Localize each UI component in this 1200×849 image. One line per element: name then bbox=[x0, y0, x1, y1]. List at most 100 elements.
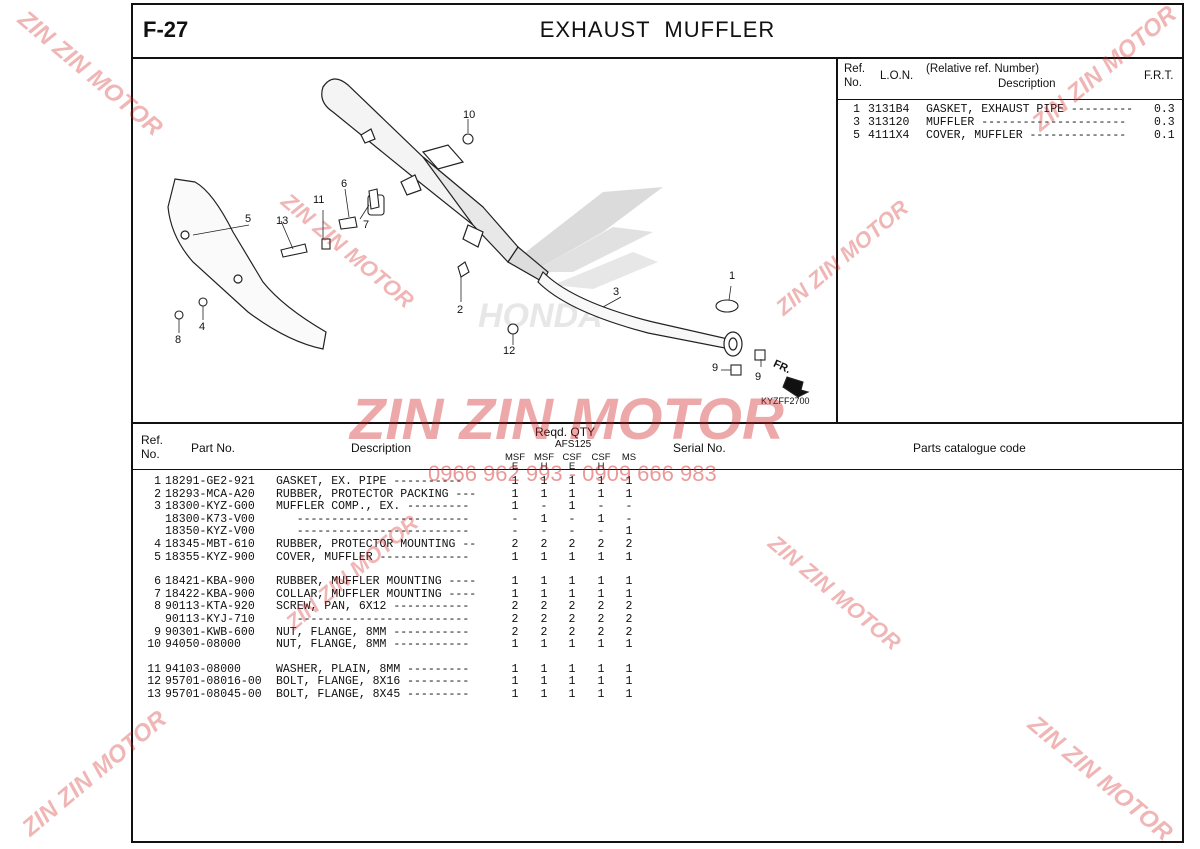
parts-qty: 1 bbox=[597, 475, 605, 488]
qty-column-bottom: E bbox=[511, 461, 519, 472]
reference-ref: 3 bbox=[853, 116, 860, 129]
parts-row: 8 90113-KTA-920 SCREW, PAN, 6X12 ---------… bbox=[133, 601, 653, 614]
parts-qty: 2 bbox=[597, 600, 605, 614]
reference-description: COVER, MUFFLER -------------- bbox=[926, 129, 1127, 142]
parts-number: 95701-08016-00 bbox=[165, 675, 262, 689]
callout-9-right: 9 bbox=[755, 371, 762, 383]
parts-number: 18300-KYZ-G00 bbox=[165, 500, 255, 514]
header-catalogue: Parts catalogue code bbox=[913, 441, 1026, 455]
parts-qty: 1 bbox=[597, 512, 605, 526]
parts-description: MUFFLER COMP., EX. --------- bbox=[276, 500, 470, 514]
parts-qty: 1 bbox=[568, 475, 576, 488]
reference-table-header: Ref. No. L.O.N. (Relative ref. Number) D… bbox=[836, 57, 1182, 100]
parts-table-header: Ref. No. Part No. Description Reqd. QTY … bbox=[133, 424, 1182, 472]
parts-ref: 8 bbox=[154, 600, 161, 614]
parts-qty: 1 bbox=[625, 487, 633, 501]
header-ref: Ref. bbox=[844, 63, 866, 75]
qty-column-top: CSF bbox=[591, 452, 611, 463]
callout-1: 1 bbox=[729, 270, 736, 282]
reference-ref: 1 bbox=[853, 103, 860, 116]
callout-12: 12 bbox=[503, 345, 516, 357]
parts-ref: 9 bbox=[154, 625, 161, 639]
parts-qty: 2 bbox=[625, 538, 633, 551]
parts-qty: 1 bbox=[511, 575, 519, 589]
parts-qty: - bbox=[597, 525, 605, 539]
parts-description: ------------------------- bbox=[276, 613, 470, 626]
parts-row: 18300-K73-V00 --------------------------… bbox=[133, 512, 653, 527]
callout-13: 13 bbox=[276, 215, 289, 227]
reference-description: GASKET, EXHAUST PIPE --------- bbox=[926, 103, 1134, 116]
header-lon: L.O.N. bbox=[880, 70, 914, 82]
parts-qty: 1 bbox=[625, 575, 633, 589]
parts-qty: 1 bbox=[597, 662, 605, 676]
callout-3: 3 bbox=[613, 286, 620, 298]
parts-qty: 2 bbox=[540, 600, 548, 614]
parts-number: 94050-08000 bbox=[165, 638, 241, 652]
parts-qty: 1 bbox=[511, 487, 519, 501]
parts-description: COVER, MUFFLER ------------- bbox=[276, 550, 470, 564]
parts-ref: 1 bbox=[154, 475, 161, 488]
reference-frt: 0.1 bbox=[1154, 129, 1175, 142]
header-description: Description bbox=[351, 441, 412, 455]
parts-number: 95701-08045-00 bbox=[165, 688, 262, 701]
parts-description: BOLT, FLANGE, 8X45 --------- bbox=[276, 688, 470, 701]
parts-number: 18422-KBA-900 bbox=[165, 587, 255, 601]
qty-column-top: MS bbox=[621, 452, 637, 463]
parts-description: SCREW, PAN, 6X12 ----------- bbox=[276, 600, 470, 614]
parts-qty: 1 bbox=[625, 638, 633, 652]
qty-column-top: MSF bbox=[505, 452, 526, 463]
parts-number: 90113-KTA-920 bbox=[165, 600, 255, 614]
parts-description: NUT, FLANGE, 8MM ----------- bbox=[276, 625, 470, 639]
parts-row: 90113-KYJ-710 ------------------------- 2… bbox=[133, 613, 653, 627]
parts-qty: 1 bbox=[540, 475, 548, 488]
parts-qty: - bbox=[540, 525, 548, 539]
parts-qty: 1 bbox=[568, 550, 576, 564]
parts-description: BOLT, FLANGE, 8X16 --------- bbox=[276, 675, 470, 689]
parts-description: NUT, FLANGE, 8MM ----------- bbox=[276, 638, 470, 652]
header-reqd-qty: Reqd. QTY bbox=[535, 425, 596, 439]
parts-qty: 1 bbox=[597, 487, 605, 501]
parts-description: RUBBER, PROTECTOR MOUNTING -- bbox=[276, 538, 477, 551]
parts-qty: 1 bbox=[625, 688, 633, 701]
parts-qty: 2 bbox=[540, 613, 548, 626]
exploded-diagram-drawing: HONDA bbox=[167, 78, 810, 398]
parts-ref: 3 bbox=[154, 500, 161, 514]
parts-qty: 1 bbox=[511, 587, 519, 601]
muffler-cover bbox=[167, 178, 327, 350]
parts-description: ------------------------- bbox=[276, 525, 470, 539]
parts-qty: 1 bbox=[540, 587, 548, 601]
parts-qty: 1 bbox=[540, 662, 548, 676]
parts-qty: 1 bbox=[568, 662, 576, 676]
callout-4: 4 bbox=[199, 321, 206, 333]
parts-qty: - bbox=[568, 512, 576, 526]
parts-qty: 1 bbox=[511, 500, 519, 514]
parts-qty: 1 bbox=[568, 688, 576, 701]
parts-ref: 5 bbox=[154, 550, 161, 564]
parts-qty: 2 bbox=[625, 613, 633, 626]
parts-qty: 2 bbox=[511, 600, 519, 614]
exploded-diagram: HONDA bbox=[133, 57, 838, 422]
parts-qty: 1 bbox=[625, 475, 633, 488]
parts-qty: 1 bbox=[597, 550, 605, 564]
reference-ref: 5 bbox=[853, 129, 860, 142]
muffler-body bbox=[321, 78, 743, 357]
wing-logo: HONDA bbox=[478, 187, 663, 335]
parts-number: 90113-KYJ-710 bbox=[165, 613, 255, 626]
parts-catalogue-sheet: F-27 EXHAUST MUFFLER HONDA bbox=[131, 3, 1184, 843]
callout-2: 2 bbox=[457, 304, 464, 316]
parts-qty: 1 bbox=[540, 688, 548, 701]
parts-qty: - bbox=[540, 500, 548, 514]
parts-row: 3 18300-KYZ-G00 MUFFLER COMP., EX. -------… bbox=[133, 501, 653, 514]
parts-qty: 1 bbox=[540, 575, 548, 589]
parts-ref: 2 bbox=[154, 487, 161, 501]
figure-code: KYZFF2700 bbox=[761, 396, 810, 406]
callout-8: 8 bbox=[175, 334, 182, 346]
parts-qty: 1 bbox=[625, 662, 633, 676]
